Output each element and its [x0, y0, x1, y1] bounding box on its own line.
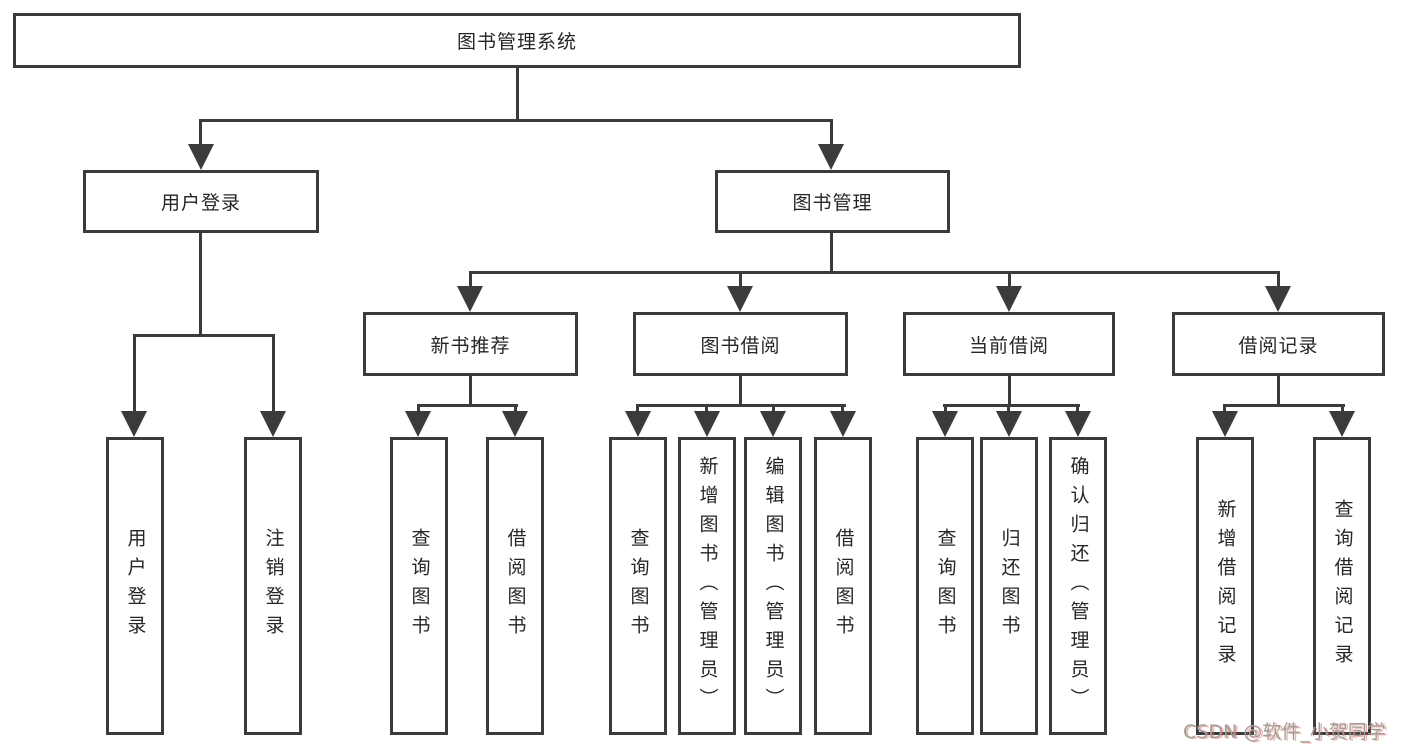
connector — [1007, 404, 1010, 417]
node-leaf-query-book: 查询图书 — [390, 437, 448, 735]
arrow-down-icon — [760, 411, 786, 437]
connector — [739, 271, 742, 292]
node-label: 借阅记录 — [1238, 334, 1319, 357]
arrow-down-icon — [996, 411, 1022, 437]
node-label: 注销登录 — [262, 528, 285, 644]
connector — [1223, 404, 1226, 417]
connector — [705, 404, 708, 417]
arrow-down-icon — [1265, 286, 1291, 312]
connector — [417, 404, 420, 417]
connector — [1008, 376, 1011, 407]
node-label: 图书管理系统 — [456, 31, 577, 53]
node-leaf-query-book: 查询图书 — [916, 437, 974, 735]
arrow-down-icon — [625, 411, 651, 437]
node-leaf-borrow-book: 借阅图书 — [814, 437, 872, 735]
node-borrow-records: 借阅记录 — [1172, 312, 1385, 376]
arrow-down-icon — [727, 286, 753, 312]
node-leaf-user-login: 用户登录 — [106, 437, 164, 735]
node-new-book-recommend: 新书推荐 — [363, 312, 578, 376]
connector — [1223, 404, 1345, 407]
connector — [1076, 404, 1079, 417]
connector — [516, 68, 519, 121]
connector — [469, 271, 472, 292]
connector — [636, 404, 639, 417]
arrow-down-icon — [830, 411, 856, 437]
connector — [199, 119, 833, 122]
node-label: 归还图书 — [998, 528, 1021, 644]
node-label: 用户登录 — [160, 192, 241, 214]
node-book-borrow: 图书借阅 — [633, 312, 848, 376]
node-label: 借阅图书 — [504, 528, 527, 644]
node-leaf-borrow-book: 借阅图书 — [486, 437, 544, 735]
node-label: 借阅图书 — [832, 528, 855, 644]
connector — [514, 404, 517, 417]
connector — [469, 376, 472, 407]
arrow-down-icon — [457, 286, 483, 312]
connector — [739, 376, 742, 407]
connector — [199, 233, 202, 337]
node-user-login: 用户登录 — [83, 170, 319, 233]
node-current-borrow: 当前借阅 — [903, 312, 1115, 376]
node-label: 查询图书 — [408, 528, 431, 644]
arrow-down-icon — [1329, 411, 1355, 437]
node-label: 查询图书 — [934, 528, 957, 644]
connector — [636, 404, 846, 407]
node-leaf-edit-book-admin: 编辑图书（管理员） — [744, 437, 802, 735]
arrow-down-icon — [188, 144, 214, 170]
node-label: 查询借阅记录 — [1331, 499, 1354, 673]
node-leaf-confirm-return-admin: 确认归还（管理员） — [1049, 437, 1107, 735]
node-leaf-query-borrow-record: 查询借阅记录 — [1313, 437, 1371, 735]
arrow-down-icon — [1212, 411, 1238, 437]
node-label: 新增借阅记录 — [1214, 499, 1237, 673]
connector — [830, 233, 833, 273]
connector — [272, 334, 275, 417]
arrow-down-icon — [694, 411, 720, 437]
connector — [944, 404, 947, 417]
connector — [841, 404, 844, 417]
arrow-down-icon — [1065, 411, 1091, 437]
connector — [830, 119, 833, 150]
connector — [417, 404, 518, 407]
arrow-down-icon — [121, 411, 147, 437]
connector — [772, 404, 775, 417]
node-label: 确认归还（管理员） — [1067, 455, 1090, 717]
node-leaf-logout: 注销登录 — [244, 437, 302, 735]
connector — [199, 119, 202, 150]
arrow-down-icon — [818, 144, 844, 170]
arrow-down-icon — [502, 411, 528, 437]
node-leaf-return-book: 归还图书 — [980, 437, 1038, 735]
node-label: 新增图书（管理员） — [696, 455, 719, 717]
node-leaf-add-book-admin: 新增图书（管理员） — [678, 437, 736, 735]
arrow-down-icon — [932, 411, 958, 437]
node-label: 查询图书 — [627, 528, 650, 644]
node-leaf-add-borrow-record: 新增借阅记录 — [1196, 437, 1254, 735]
arrow-down-icon — [260, 411, 286, 437]
node-label: 用户登录 — [124, 528, 147, 644]
arrow-down-icon — [405, 411, 431, 437]
connector — [1277, 271, 1280, 292]
node-label: 图书借阅 — [700, 334, 781, 357]
node-label: 图书管理 — [792, 192, 873, 214]
node-label: 当前借阅 — [968, 334, 1049, 357]
connector — [133, 334, 275, 337]
connector — [1008, 271, 1011, 292]
node-label: 新书推荐 — [430, 334, 511, 357]
connector — [1277, 376, 1280, 407]
connector — [469, 271, 1280, 274]
connector — [133, 334, 136, 417]
node-book-management: 图书管理 — [715, 170, 950, 233]
node-label: 编辑图书（管理员） — [762, 455, 785, 717]
node-leaf-query-book: 查询图书 — [609, 437, 667, 735]
connector — [1341, 404, 1344, 417]
arrow-down-icon — [996, 286, 1022, 312]
connector — [943, 404, 1080, 407]
node-root: 图书管理系统 — [13, 13, 1021, 68]
watermark: CSDN @软件_小贺同学 — [1183, 721, 1386, 743]
